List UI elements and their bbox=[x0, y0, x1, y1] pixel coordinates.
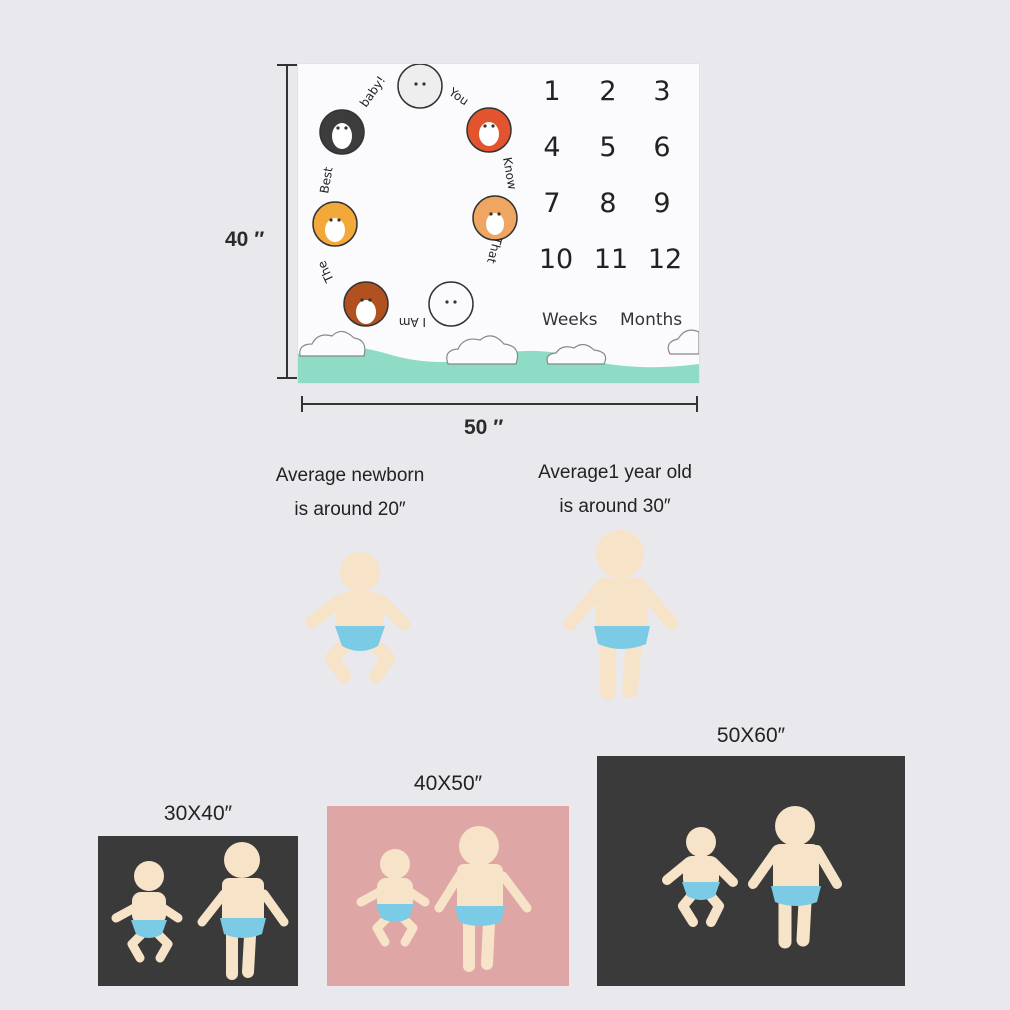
width-label: 50 ″ bbox=[464, 416, 504, 439]
number-11: 11 bbox=[593, 244, 629, 275]
size-panel-50x60 bbox=[597, 756, 905, 986]
number-9: 9 bbox=[653, 188, 671, 219]
dimension-lines bbox=[277, 64, 698, 412]
number-6: 6 bbox=[653, 132, 671, 163]
yearold-caption: Average1 year old is around 30″ bbox=[505, 456, 725, 524]
number-5: 5 bbox=[599, 132, 617, 163]
number-3: 3 bbox=[653, 76, 671, 107]
number-10: 10 bbox=[538, 244, 574, 275]
months-label: Months bbox=[620, 310, 683, 330]
weeks-label: Weeks bbox=[542, 310, 598, 330]
blanket-artwork: baby! You Know That I Am The Best bbox=[298, 64, 699, 383]
size-label-50x60: 50X60″ bbox=[716, 724, 786, 747]
panel-figures-large bbox=[662, 806, 842, 949]
newborn-figure bbox=[305, 552, 411, 683]
size-panel-30x40 bbox=[98, 836, 298, 986]
number-8: 8 bbox=[599, 188, 617, 219]
ring-word-i-am: I Am bbox=[399, 315, 426, 329]
ring-word-know: Know bbox=[500, 156, 519, 191]
ring-word-best: Best bbox=[317, 166, 335, 195]
animal-ring bbox=[312, 64, 518, 327]
size-panel-40x50 bbox=[327, 806, 569, 986]
size-label-40x50: 40X50″ bbox=[413, 772, 483, 795]
number-12: 12 bbox=[647, 244, 683, 275]
size-label-30x40: 30X40″ bbox=[163, 802, 233, 825]
number-4: 4 bbox=[543, 132, 561, 163]
ring-word-you: You bbox=[445, 84, 471, 108]
height-label: 40 ″ bbox=[225, 228, 265, 251]
yearold-caption-line2: is around 30″ bbox=[559, 496, 671, 517]
number-2: 2 bbox=[599, 76, 617, 107]
number-7: 7 bbox=[543, 188, 561, 219]
panel-figures-medium bbox=[356, 826, 532, 972]
ring-word-baby: baby! bbox=[357, 73, 388, 109]
panel-figures-small bbox=[111, 842, 289, 980]
milestone-blanket: baby! You Know That I Am The Best 1 2 3 … bbox=[298, 64, 699, 383]
newborn-caption-line1: Average newborn bbox=[275, 465, 425, 486]
ring-word-the: The bbox=[315, 258, 338, 285]
number-1: 1 bbox=[543, 76, 561, 107]
newborn-caption-line2: is around 20″ bbox=[294, 499, 406, 520]
yearold-figure bbox=[563, 530, 679, 700]
newborn-caption: Average newborn is around 20″ bbox=[240, 459, 460, 527]
yearold-caption-line1: Average1 year old bbox=[538, 462, 692, 483]
